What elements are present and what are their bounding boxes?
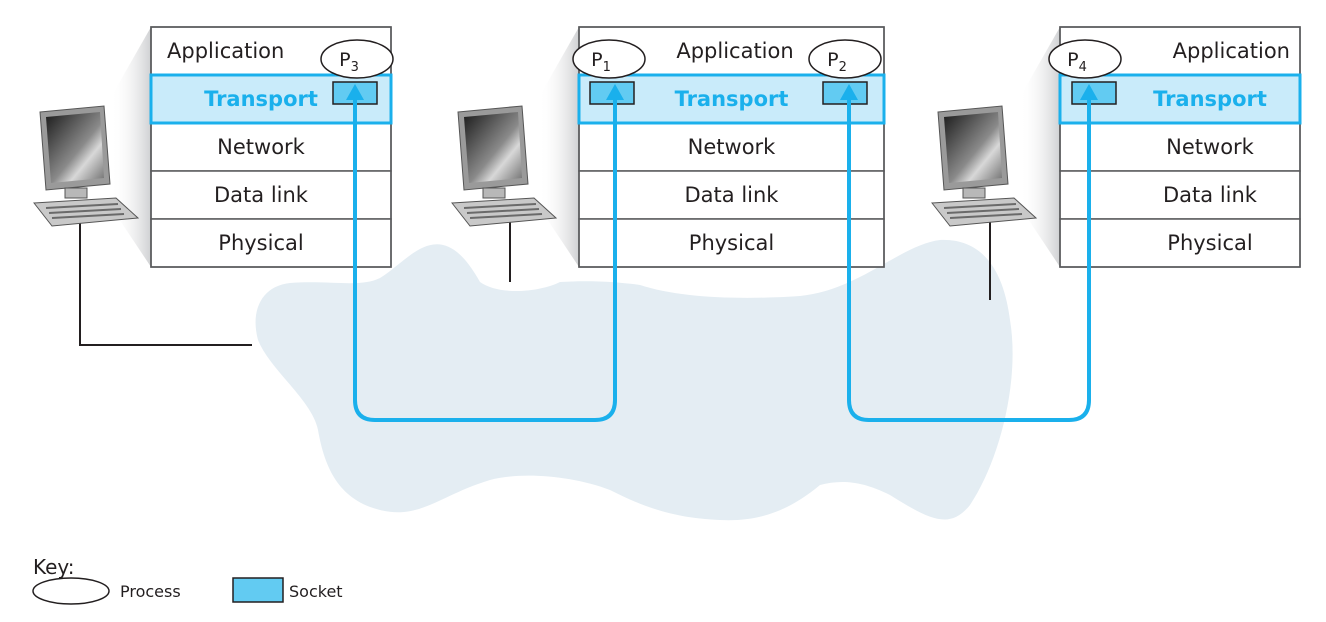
layer-label: Transport	[1153, 87, 1267, 111]
layer-network	[578, 122, 885, 172]
layer-label: Physical	[1167, 231, 1252, 255]
layer-label: Network	[217, 135, 306, 159]
process-p3: P3	[320, 39, 394, 79]
svg-text:P1: P1	[591, 49, 611, 75]
layer-label: Data link	[214, 183, 309, 207]
arrowhead-p2	[840, 84, 858, 100]
layer-label: Application	[167, 39, 284, 63]
layer-label: Application	[676, 39, 793, 63]
network-cloud	[255, 239, 1013, 521]
computer-icon	[33, 105, 140, 227]
computer-icon	[931, 105, 1038, 227]
layer-data-link	[150, 170, 392, 220]
arrowhead-p1	[606, 84, 624, 100]
svg-text:P3: P3	[339, 49, 359, 75]
layer-label: Data link	[685, 183, 780, 207]
process-p1: P1	[572, 39, 646, 79]
key-socket-label: Socket	[289, 582, 343, 601]
connection-p3-p1	[353, 100, 617, 422]
layer-physical	[150, 218, 392, 268]
key-socket-icon	[232, 577, 284, 603]
layer-label: Network	[688, 135, 777, 159]
stack-shadow	[111, 27, 151, 267]
layer-label: Transport	[204, 87, 318, 111]
layer-label: Network	[1166, 135, 1255, 159]
process-p4: P4	[1048, 39, 1122, 79]
wire-host-left	[79, 218, 252, 346]
layer-network	[150, 122, 392, 172]
layer-label: Physical	[218, 231, 303, 255]
layer-label: Application	[1173, 39, 1290, 63]
stack-shadow	[539, 27, 579, 267]
stack-shadow	[1020, 27, 1060, 267]
arrowhead-p4	[1080, 84, 1098, 100]
key-process-label: Process	[120, 582, 181, 601]
svg-text:P2: P2	[827, 49, 847, 75]
layer-label: Transport	[675, 87, 789, 111]
layer-label: Data link	[1163, 183, 1258, 207]
key-title: Key:	[33, 555, 75, 579]
key-process-icon	[32, 577, 110, 605]
svg-text:P4: P4	[1067, 49, 1087, 75]
layer-label: Physical	[689, 231, 774, 255]
layer-data-link	[1059, 170, 1301, 220]
arrowhead-p3	[346, 84, 364, 100]
layer-data-link	[578, 170, 885, 220]
computer-icon	[451, 105, 558, 227]
layer-physical	[578, 218, 885, 268]
process-p2: P2	[808, 39, 882, 79]
connection-p2-p4	[847, 100, 1091, 422]
